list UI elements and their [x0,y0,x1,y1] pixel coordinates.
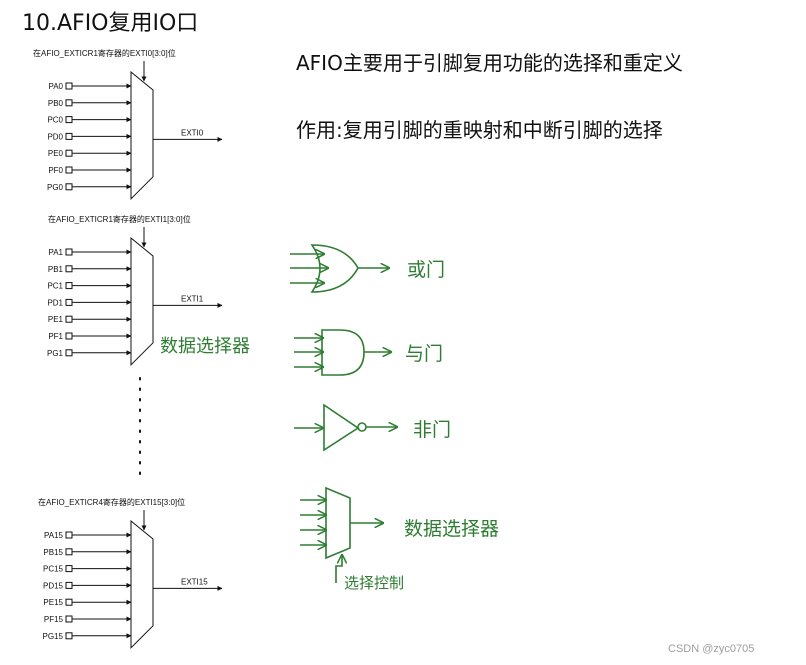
pin-label: PC15 [43,565,64,574]
output-label: EXTI15 [181,577,208,586]
pin-label: PA0 [48,82,63,91]
pin-box [65,349,73,357]
register-label: 在AFIO_EXTICR1寄存器的EXTI0[3:0]位 [33,48,176,58]
pin-box [65,282,73,290]
pin-box [65,248,73,256]
pin-box [65,548,73,556]
and-gate-label: 与门 [405,343,443,365]
pin-box [65,315,73,323]
pin-box [65,265,73,273]
mux-group-exti15: 在AFIO_EXTICR4寄存器的EXTI15[3:0]位 PA15PB15PC1… [38,497,223,650]
pin-label: PB1 [48,265,64,274]
note-line-1: AFIO主要用于引脚复用功能的选择和重定义 [296,51,683,75]
pin-box [65,581,73,589]
or-gate-symbol [290,244,388,293]
mux-annotation-label: 数据选择器 [160,336,250,357]
pin-label: PC1 [47,282,63,291]
pin-label: PD1 [47,298,63,307]
output-label: EXTI1 [181,294,204,303]
pin-label: PE15 [43,598,63,607]
pin-label: PE0 [48,149,64,158]
pin-label: PB15 [43,548,63,557]
or-gate-label: 或门 [407,259,445,281]
mux-gate-symbol [300,486,382,583]
select-control-label: 选择控制 [344,574,404,592]
pin-box [65,132,73,140]
mux-body [130,70,154,201]
pin-label: PD0 [47,132,63,141]
output-label: EXTI0 [181,128,204,137]
pin-label: PD15 [43,581,64,590]
pin-box [65,99,73,107]
pin-label: PG15 [43,632,64,641]
mux-gate-label: 数据选择器 [404,518,499,540]
mux-group-exti0: 在AFIO_EXTICR1寄存器的EXTI0[3:0]位 PA0PB0PC0PD0… [33,48,223,201]
mux-group-exti1: 在AFIO_EXTICR1寄存器的EXTI1[3:0]位 PA1PB1PC1PD1… [47,214,223,367]
pin-box [65,116,73,124]
not-gate-symbol [294,403,396,452]
pin-box [65,615,73,623]
mux-body [130,519,154,650]
pin-box [65,632,73,640]
register-label: 在AFIO_EXTICR4寄存器的EXTI15[3:0]位 [38,497,185,507]
and-gate-symbol [294,329,390,376]
pin-box [65,565,73,573]
pin-box [65,598,73,606]
pin-box [65,531,73,539]
pin-label: PG0 [47,183,64,192]
pin-label: PC0 [47,116,63,125]
pin-label: PB0 [48,99,64,108]
pin-label: PE1 [48,315,64,324]
pin-box [65,149,73,157]
watermark: CSDN @zyc0705 [668,643,754,655]
pin-label: PF15 [44,615,64,624]
pin-label: PG1 [47,349,64,358]
pin-box [65,166,73,174]
pin-label: PA1 [48,248,63,257]
pin-box [65,332,73,340]
mux-body [130,236,154,367]
page-title: 10.AFIO复用IO口 [22,11,198,36]
note-line-2: 作用:复用引脚的重映射和中断引脚的选择 [296,118,663,142]
pin-label: PF1 [48,332,63,341]
pin-box [65,298,73,306]
not-gate-label: 非门 [413,419,451,441]
pin-label: PA15 [44,531,64,540]
pin-box [65,82,73,90]
pin-box [65,183,73,191]
register-label: 在AFIO_EXTICR1寄存器的EXTI1[3:0]位 [48,214,191,224]
pin-label: PF0 [48,166,63,175]
